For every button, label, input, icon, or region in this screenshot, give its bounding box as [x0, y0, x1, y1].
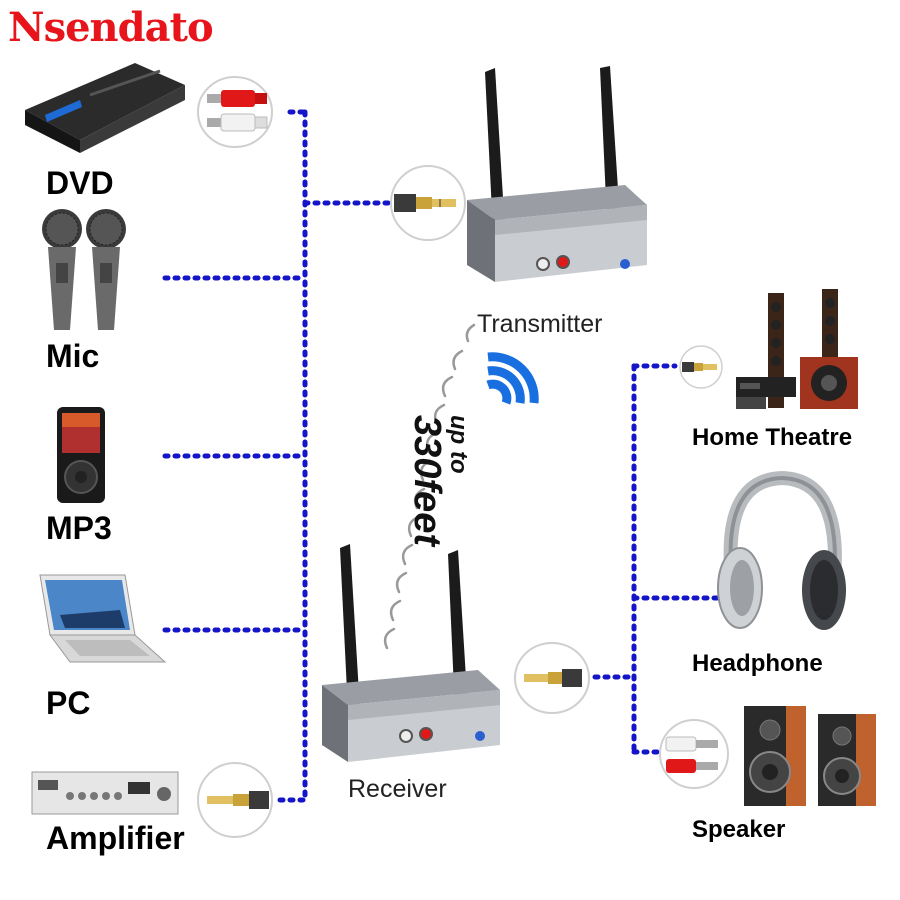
microphone-icon [42, 209, 126, 330]
mp3-label: MP3 [46, 510, 112, 546]
audio-jack-icon [679, 345, 723, 389]
rca-plug-icon [659, 719, 729, 789]
audio-jack-icon [390, 165, 466, 241]
headphone-label: Headphone [692, 650, 823, 677]
home-theatre-icon [736, 289, 858, 409]
mic-label: Mic [46, 338, 100, 374]
amplifier-icon [31, 771, 179, 815]
rca-plug-icon [197, 76, 273, 148]
brand-logo: Nsendato [8, 4, 214, 51]
home-theatre-label: Home Theatre [692, 424, 853, 451]
receiver-device-icon [322, 544, 500, 762]
dvd-player-icon [25, 63, 185, 153]
wireless-signal-icon [383, 323, 539, 650]
range-caption: up to 330feet [406, 415, 472, 546]
speakers-icon [744, 706, 876, 806]
audio-jack-icon [514, 642, 590, 714]
transmitter-label: Transmitter [477, 310, 603, 338]
audio-jack-icon [197, 762, 273, 838]
range-distance: 330feet [406, 415, 448, 546]
amplifier-label: Amplifier [46, 820, 185, 856]
speaker-label: Speaker [692, 816, 786, 843]
transmitter-device-icon [467, 66, 647, 282]
dvd-label: DVD [46, 165, 114, 201]
range-up-to: up to [445, 415, 472, 474]
headphones-icon [717, 470, 846, 630]
receiver-label: Receiver [348, 775, 447, 803]
mp3-player-icon [57, 407, 105, 503]
pc-label: PC [46, 685, 91, 721]
laptop-icon [39, 574, 167, 663]
